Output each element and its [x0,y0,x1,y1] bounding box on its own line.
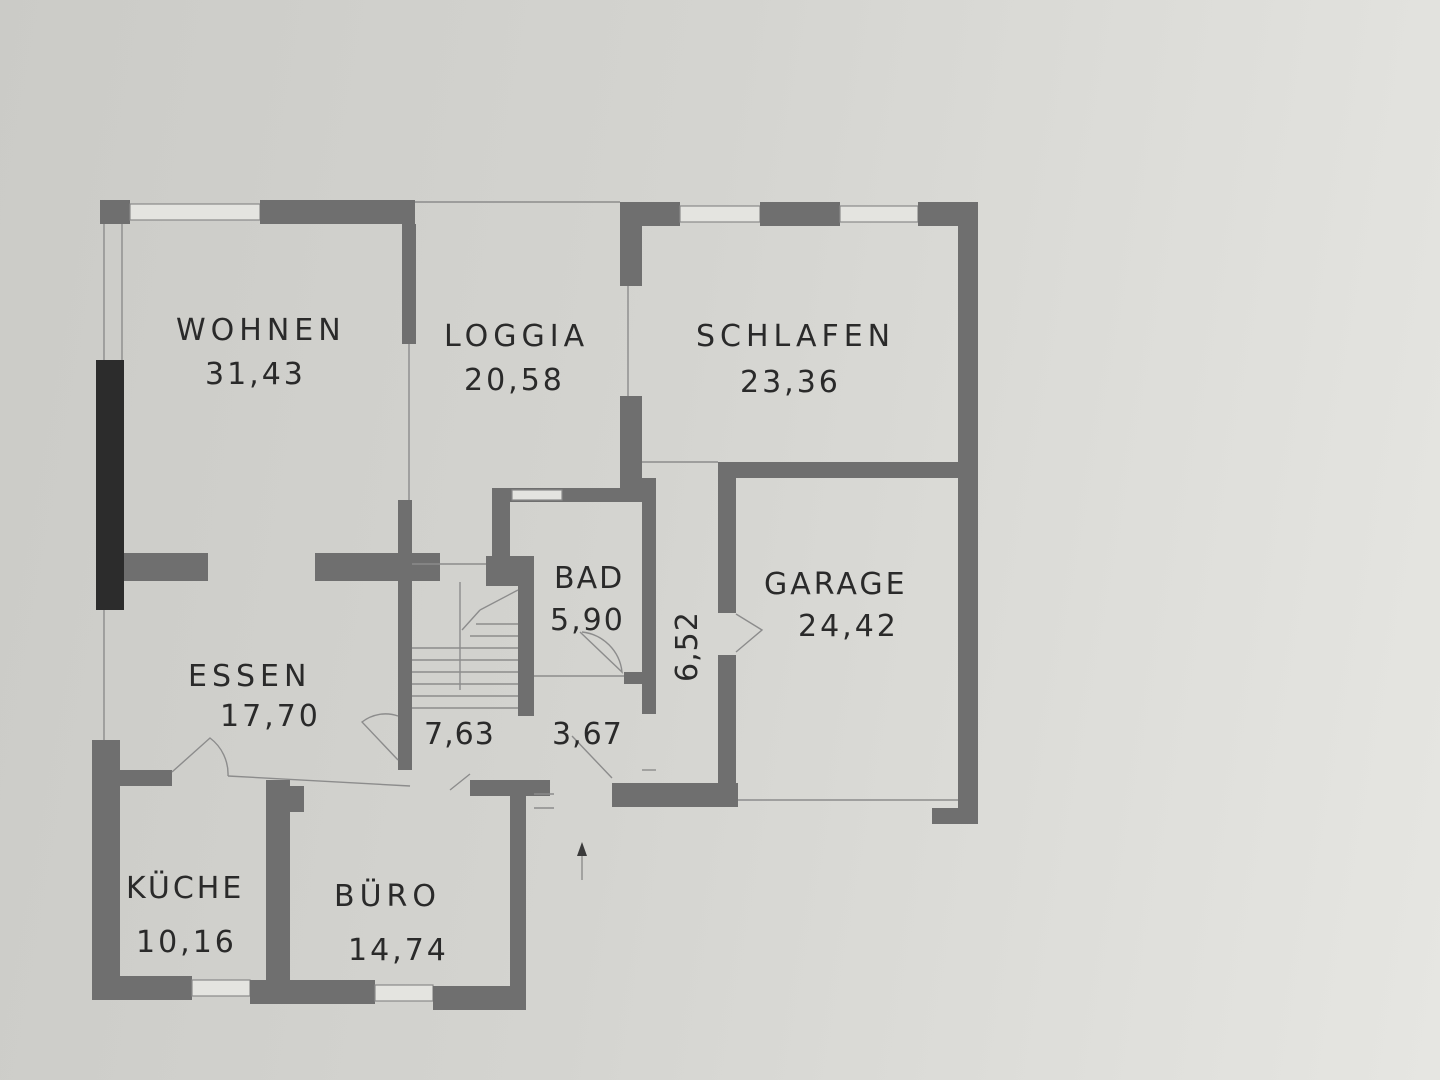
room-area-schlafen: 23,36 [740,365,841,400]
wall-garage-left-b [718,655,736,795]
door-entry [449,773,471,791]
room-area-buero: 14,74 [348,933,449,968]
room-name-loggia: LOGGIA [444,319,589,354]
wall-buero-top [290,786,304,812]
wall-kueche-top [120,770,172,786]
room-area-essen: 17,70 [220,699,321,734]
wall-bad-right [642,478,656,714]
wall-bottom-right [433,986,523,1010]
wall-entry-stub [470,780,550,796]
window-bad [511,489,563,501]
doors [171,613,764,809]
window-kueche [191,979,251,997]
wall-top-right-b [760,202,840,226]
wall-top-mid [260,200,415,224]
staircase [412,563,519,709]
door-garage [735,613,764,653]
room-area-bad: 5,90 [550,603,625,638]
wall-kueche-left [92,740,120,1000]
window-buero [374,984,434,1002]
room-name-essen: ESSEN [188,659,311,694]
wall-bad-bottom-stub [624,672,642,684]
wall-garage-bottom-stub [932,808,962,824]
wall-schlafen-bottom [718,462,958,478]
wall-garage-left-a [718,478,736,613]
door-stair [360,713,399,761]
wall-right-outer [958,226,978,824]
wall-bad-inner [518,586,534,716]
window-wohnen-top [129,203,261,221]
wall-top-right-c [918,202,978,226]
wall-bottom-left [92,976,192,1000]
wall-schlafen-left-a [620,226,642,286]
entrance-arrow-icon [577,842,587,880]
room-name-schlafen: SCHLAFEN [696,319,895,354]
wall-chimney [96,360,124,610]
wall-wohnen-loggia [402,224,416,344]
wall-kueche-buero [266,780,290,980]
wall-top-left [100,200,130,224]
wall-bottom-mid [250,980,375,1004]
area-entry: 3,67 [552,717,623,752]
room-name-garage: GARAGE [764,567,908,602]
wall-corridor-bottom [612,783,738,807]
room-name-buero: BÜRO [334,878,441,914]
wall-top-right-a [620,202,680,226]
area-stair-hall: 7,63 [424,717,495,752]
wall-buero-right [510,790,526,1010]
room-area-garage: 24,42 [798,609,899,644]
room-name-wohnen: WOHNEN [176,313,346,348]
room-name-bad: BAD [554,561,624,596]
wall-stair-left [398,500,412,770]
window-schlafen-top-a [679,205,761,223]
wall-bad-stair-block [486,556,534,586]
wall-wohnen-essen-right [315,553,440,581]
room-area-wohnen: 31,43 [205,357,306,392]
wall-schlafen-left-b [620,396,642,496]
door-kueche [171,737,229,777]
room-name-kueche: KÜCHE [126,870,244,906]
wall-bad-left [492,502,510,562]
window-schlafen-top-b [839,205,919,223]
door-bad [579,631,623,674]
room-area-loggia: 20,58 [464,363,565,398]
area-corridor: 6,52 [670,611,705,682]
wall-wohnen-essen-left [124,553,208,581]
room-area-kueche: 10,16 [136,925,237,960]
door-corridor [571,735,613,779]
room-labels: WOHNEN 31,43 LOGGIA 20,58 SCHLAFEN 23,36… [126,313,908,968]
walls [92,200,978,1010]
